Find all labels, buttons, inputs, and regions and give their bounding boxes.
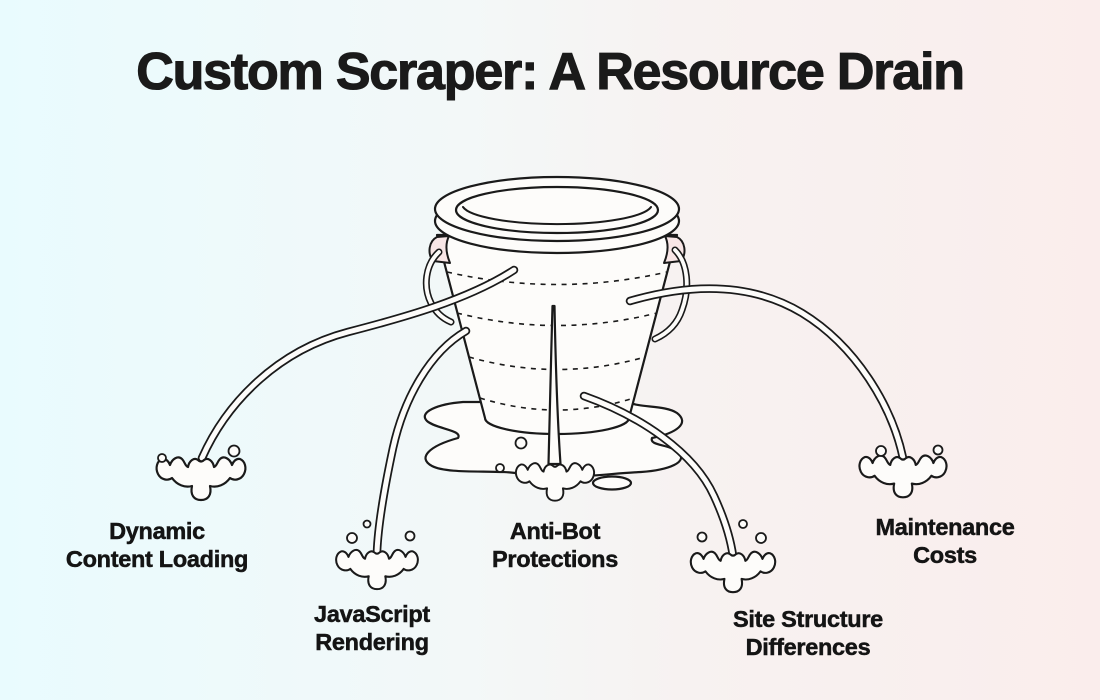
water-streams bbox=[197, 265, 908, 561]
label-line: Protections bbox=[492, 546, 619, 573]
splash-maintenance bbox=[858, 454, 948, 499]
label-line: Rendering bbox=[315, 629, 429, 656]
stream-site bbox=[581, 393, 736, 559]
page-title: Custom Scraper: A Resource Drain bbox=[136, 42, 966, 101]
droplets bbox=[157, 436, 944, 544]
bucket-seam-3 bbox=[468, 356, 646, 371]
droplet-icon bbox=[738, 519, 748, 529]
bucket-opening bbox=[454, 185, 660, 235]
bucket-icon bbox=[422, 175, 691, 436]
label-line: Anti-Bot bbox=[509, 518, 601, 545]
bucket-seam-2 bbox=[456, 312, 658, 327]
handle-wire-right bbox=[653, 248, 689, 341]
puddle-spot bbox=[591, 475, 633, 491]
label-maintenance-costs: Maintenance Costs bbox=[875, 513, 1015, 569]
water-surface bbox=[462, 206, 652, 226]
label-line: JavaScript bbox=[314, 601, 431, 628]
label-line: Costs bbox=[913, 542, 978, 569]
droplet-icon bbox=[495, 463, 505, 473]
label-line: Differences bbox=[745, 634, 871, 661]
stream-dynamic bbox=[199, 267, 517, 461]
label-site-structure-differences: Site Structure Differences bbox=[733, 605, 884, 661]
label-line: Content Loading bbox=[65, 546, 249, 573]
splash-javascript bbox=[335, 548, 419, 591]
label-javascript-rendering: JavaScript Rendering bbox=[314, 600, 431, 656]
droplet-icon bbox=[157, 453, 167, 463]
droplet-icon bbox=[875, 445, 887, 457]
droplet-icon bbox=[346, 532, 358, 544]
droplet-icon bbox=[755, 532, 767, 544]
label-line: Maintenance bbox=[875, 514, 1015, 541]
splash-site bbox=[689, 550, 777, 594]
droplet-icon bbox=[404, 530, 416, 542]
label-anti-bot-protections: Anti-Bot Protections bbox=[492, 517, 619, 573]
label-dynamic-content-loading: Dynamic Content Loading bbox=[65, 517, 249, 573]
droplet-icon bbox=[227, 444, 241, 458]
splash-antibot bbox=[514, 462, 596, 502]
stream-javascript bbox=[374, 328, 469, 555]
droplet-icon bbox=[932, 444, 944, 456]
droplet-icon bbox=[362, 519, 372, 529]
droplet-icon bbox=[514, 436, 528, 450]
stream-maintenance bbox=[627, 286, 906, 461]
handle-wire-left bbox=[424, 250, 453, 324]
label-line: Site Structure bbox=[733, 606, 884, 633]
label-line: Dynamic bbox=[109, 518, 206, 545]
droplet-icon bbox=[696, 531, 708, 543]
splash-dynamic bbox=[155, 456, 247, 502]
